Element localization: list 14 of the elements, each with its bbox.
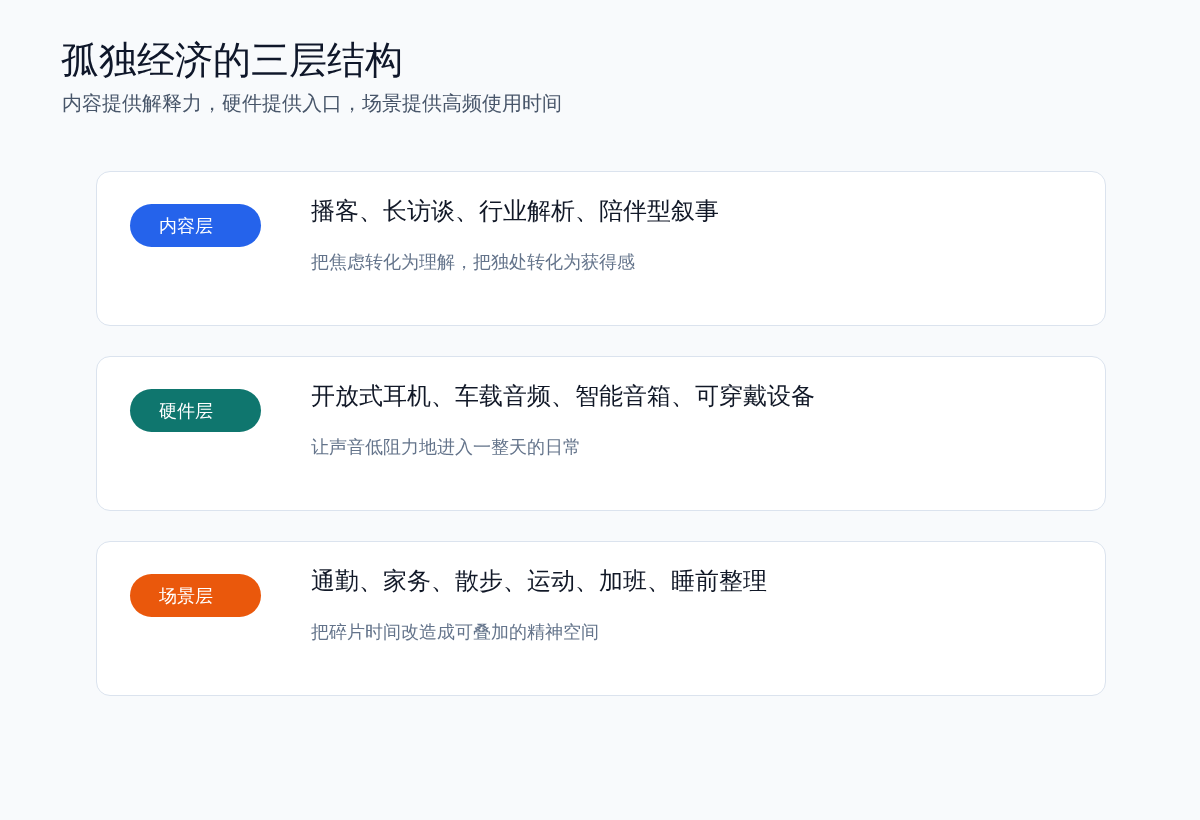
layer-card bbox=[96, 171, 1106, 326]
layer-card bbox=[96, 541, 1106, 696]
layer-examples: 播客、长访谈、行业解析、陪伴型叙事 bbox=[311, 196, 720, 226]
layer-description: 把碎片时间改造成可叠加的精神空间 bbox=[311, 620, 600, 644]
layer-card bbox=[96, 356, 1106, 511]
layer-examples: 开放式耳机、车载音频、智能音箱、可穿戴设备 bbox=[311, 381, 816, 411]
title: 孤独经济的三层结构 bbox=[61, 37, 403, 83]
layer-description: 把焦虑转化为理解，把独处转化为获得感 bbox=[311, 250, 636, 274]
layer-tag: 硬件层 bbox=[130, 389, 261, 432]
layer-description: 让声音低阻力地进入一整天的日常 bbox=[311, 435, 582, 459]
layer-tag: 场景层 bbox=[130, 574, 261, 617]
subtitle: 内容提供解释力，硬件提供入口，场景提供高频使用时间 bbox=[62, 91, 562, 115]
layer-examples: 通勤、家务、散步、运动、加班、睡前整理 bbox=[311, 566, 768, 596]
layer-tag: 内容层 bbox=[130, 204, 261, 247]
